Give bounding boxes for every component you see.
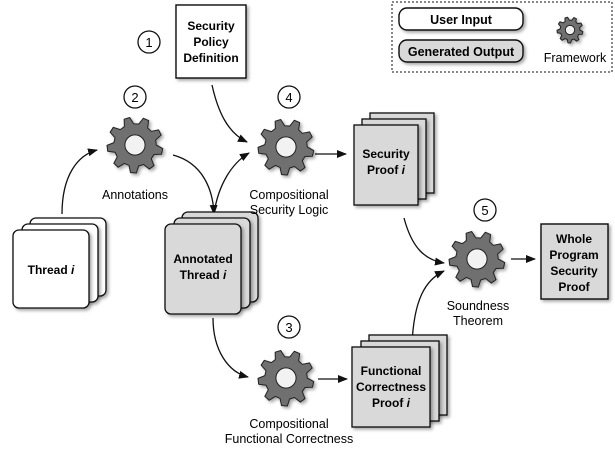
annotated-card-front [164, 223, 242, 315]
step-3-number: 3 [285, 320, 292, 335]
step-2-number: 2 [131, 90, 138, 105]
functional-proof-line-1: Functional [361, 364, 422, 378]
step-4-circle [277, 85, 301, 109]
arrow-annotations-to-annotated-thread [172, 154, 218, 215]
security-logic-label-1: Compositional [249, 188, 328, 202]
legend: User Input Generated Output Framework [391, 1, 613, 73]
step-2-circle [123, 85, 147, 109]
annotated-thread-stack: Annotated Thread i [164, 211, 259, 315]
security-proof-stack: Security Proof i [353, 112, 435, 206]
annotations-gear-icon [106, 117, 164, 174]
security-policy-line-1: Security [187, 19, 235, 33]
functional-proof-line-2: Correctness [356, 380, 426, 394]
security-proof-line-2: Proof i [367, 163, 406, 177]
legend-generated-output-label: Generated Output [408, 45, 515, 59]
annotated-line-1: Annotated [173, 252, 232, 266]
whole-program-proof: Whole Program Security Proof [540, 223, 609, 300]
security-logic-label-2: Security Logic [250, 203, 329, 217]
annotations-label: Annotations [102, 188, 168, 202]
whole-program-line-4: Proof [558, 280, 590, 294]
arrow-functional-proof-to-soundness [411, 270, 445, 345]
whole-program-line-2: Program [549, 248, 598, 262]
arrows [61, 84, 536, 383]
arrow-annotated-to-functional [212, 317, 249, 379]
security-policy-line-2: Policy [193, 35, 229, 49]
thread-label: Thread i [28, 263, 75, 277]
legend-generated-output-swatch [398, 39, 524, 63]
security-proof-line-1: Security [362, 147, 410, 161]
functional-correctness-framework: Compositional Functional Correctness [225, 350, 354, 446]
functional-proof-front [351, 346, 431, 428]
arrow-policy-to-security-logic [211, 84, 248, 143]
security-logic-framework: Compositional Security Logic [249, 119, 329, 217]
legend-gear-icon [556, 16, 584, 44]
gear-hole [275, 367, 297, 389]
soundness-label-2: Theorem [453, 314, 503, 328]
legend-framework-label: Framework [544, 51, 607, 65]
whole-program-line-1: Whole [556, 232, 592, 246]
step-4: 4 [277, 85, 301, 109]
step-1-circle [137, 30, 161, 54]
gear-hole [564, 24, 576, 36]
legend-user-input-label: User Input [430, 13, 493, 27]
arrow-security-proof-to-soundness [403, 217, 445, 266]
step-3-circle [277, 315, 301, 339]
step-1: 1 [137, 30, 161, 54]
arrow-annotated-to-security-logic [213, 152, 250, 215]
step-4-number: 4 [285, 90, 292, 105]
whole-program-line-3: Security [550, 264, 598, 278]
security-policy-definition: Security Policy Definition [175, 4, 247, 79]
whole-program-proof-box [540, 223, 609, 300]
thread-stack: Thread i [12, 217, 107, 309]
step-5: 5 [473, 198, 497, 222]
step-1-number: 1 [145, 35, 152, 50]
step-5-circle [473, 198, 497, 222]
functional-correctness-label-2: Functional Correctness [225, 432, 354, 446]
security-proof-front [353, 124, 419, 206]
soundness-label-1: Soundness [447, 299, 510, 313]
thread-card-front [12, 229, 90, 309]
functional-proof-stack: Functional Correctness Proof i [351, 334, 448, 428]
functional-proof-line-3: Proof i [372, 396, 411, 410]
soundness-gear-icon [448, 231, 506, 288]
legend-user-input-swatch [398, 7, 524, 31]
step-2: 2 [123, 85, 147, 109]
annotated-line-2: Thread i [180, 268, 227, 282]
annotations-framework: Annotations [102, 117, 168, 202]
arrow-thread-to-annotations [61, 148, 98, 215]
security-policy-line-3: Definition [183, 51, 238, 65]
step-3: 3 [277, 315, 301, 339]
soundness-framework: Soundness Theorem [447, 231, 510, 328]
security-logic-gear-icon [257, 119, 315, 176]
step-5-number: 5 [481, 203, 488, 218]
functional-correctness-gear-icon [257, 350, 315, 407]
security-policy-box [175, 4, 247, 79]
gear-hole [124, 134, 146, 156]
functional-correctness-label-1: Compositional [249, 417, 328, 431]
gear-hole [275, 136, 297, 158]
gear-hole [466, 248, 488, 270]
